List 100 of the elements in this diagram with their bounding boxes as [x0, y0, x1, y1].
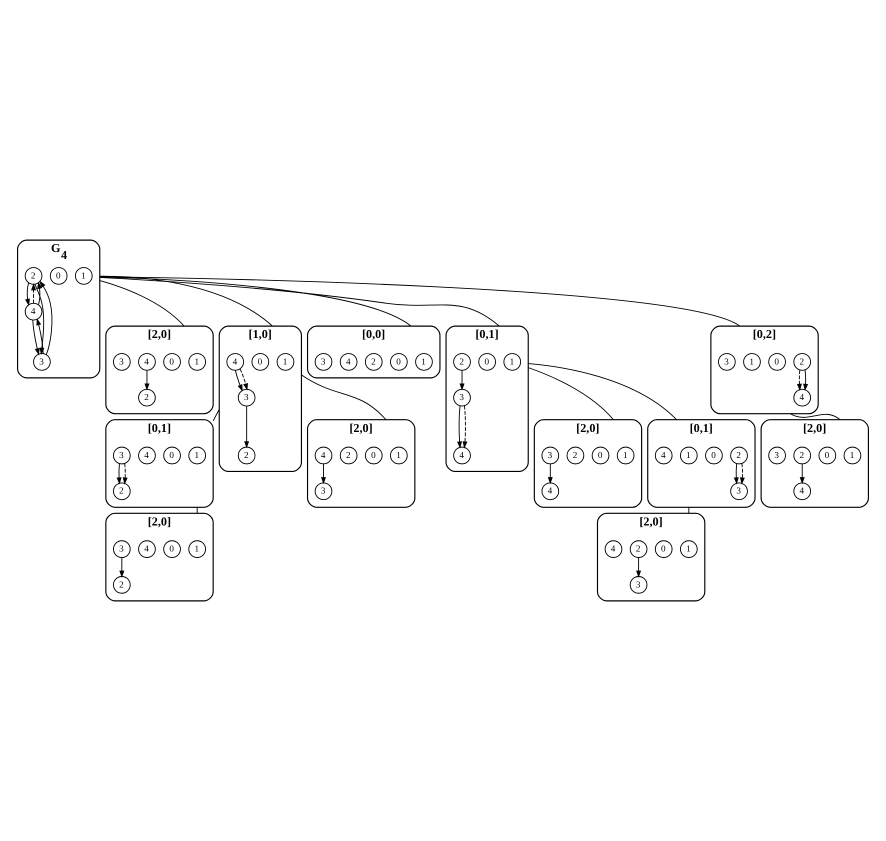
- node-circle: 3: [113, 540, 131, 558]
- node-circle: 2: [113, 576, 131, 594]
- node-circle: 3: [113, 353, 131, 371]
- node-circle: 1: [503, 353, 522, 371]
- node-circle: 1: [188, 446, 206, 464]
- node-circle: 3: [33, 353, 51, 371]
- node-circle: 4: [138, 446, 156, 464]
- node-circle: 0: [705, 446, 723, 464]
- node-circle: 3: [630, 576, 648, 594]
- node-circle: 1: [680, 446, 698, 464]
- node-circle: 1: [616, 446, 634, 464]
- node-circle: 2: [238, 446, 256, 464]
- arrow: [122, 463, 128, 485]
- node-circle: 3: [730, 482, 748, 500]
- node-circle: 0: [163, 446, 181, 464]
- arrow: [234, 370, 243, 392]
- node-circle: 1: [680, 540, 698, 558]
- node-circle: 1: [743, 353, 761, 371]
- arrow: [244, 406, 250, 448]
- node-circle: 2: [138, 388, 156, 406]
- node-circle: 0: [592, 446, 610, 464]
- arrow: [240, 368, 248, 391]
- arrow: [36, 318, 44, 354]
- node-circle: 1: [188, 540, 206, 558]
- connector: [688, 506, 690, 514]
- node-circle: 4: [24, 302, 42, 320]
- node-circle: 3: [238, 388, 256, 406]
- node-circle: 3: [453, 388, 471, 406]
- node-circle: 4: [793, 388, 812, 406]
- arrow: [34, 284, 44, 355]
- arrow: [25, 282, 30, 306]
- arrow: [800, 464, 805, 484]
- arrow: [31, 283, 36, 304]
- connector: [196, 506, 198, 514]
- arrow: [144, 370, 150, 391]
- node-circle: 2: [630, 540, 648, 558]
- node-circle: 4: [541, 482, 560, 500]
- node-circle: 1: [74, 267, 93, 285]
- node-circle: 3: [768, 446, 786, 464]
- node-circle: 4: [654, 446, 673, 464]
- arrow: [734, 463, 739, 485]
- node-circle: 1: [390, 446, 408, 464]
- node-circle: 4: [314, 446, 332, 464]
- node-circle: 4: [138, 540, 156, 558]
- node-circle: 0: [390, 353, 408, 371]
- node-circle: 3: [718, 353, 736, 371]
- node-circle: 4: [138, 353, 156, 371]
- node-circle: 0: [163, 540, 181, 558]
- node-circle: 0: [252, 353, 270, 371]
- node-circle: 2: [113, 482, 131, 500]
- connector: [99, 276, 273, 327]
- node-circle: 0: [50, 267, 68, 285]
- node-circle: 3: [314, 353, 332, 371]
- node-circle: 0: [654, 540, 673, 558]
- connector: [99, 276, 412, 327]
- connector: [300, 374, 386, 420]
- connector: [212, 409, 220, 422]
- arrow: [636, 557, 642, 578]
- node-circle: 1: [276, 353, 294, 371]
- connector: [99, 276, 740, 327]
- node-circle: 3: [113, 446, 131, 464]
- arrow: [457, 406, 462, 449]
- node-circle: 2: [453, 353, 471, 371]
- node-circle: 0: [818, 446, 836, 464]
- node-circle: 2: [340, 446, 358, 464]
- node-circle: 1: [844, 446, 862, 464]
- arrow: [119, 557, 124, 578]
- arrow: [462, 405, 468, 449]
- arrow: [39, 280, 52, 356]
- node-circle: 1: [188, 353, 206, 371]
- node-circle: 1: [415, 353, 433, 371]
- arrow: [321, 464, 326, 484]
- node-circle: 0: [478, 353, 496, 371]
- node-circle: 0: [364, 446, 383, 464]
- node-circle: 0: [163, 353, 181, 371]
- node-circle: 3: [314, 482, 332, 500]
- node-circle: 4: [340, 353, 358, 371]
- node-circle: 3: [541, 446, 560, 464]
- connector: [99, 276, 500, 327]
- arrow: [32, 320, 40, 356]
- arrow: [796, 370, 802, 391]
- arrow: [460, 370, 465, 391]
- connector: [99, 280, 185, 327]
- node-circle: 4: [604, 540, 622, 558]
- node-circle: 2: [793, 353, 812, 371]
- node-circle: 4: [453, 446, 471, 464]
- node-circle: 4: [226, 353, 244, 371]
- node-circle: 2: [364, 353, 383, 371]
- node-circle: 2: [24, 267, 42, 285]
- node-circle: 0: [768, 353, 786, 371]
- connector: [528, 363, 678, 420]
- node-circle: 4: [793, 482, 812, 500]
- arrow: [548, 464, 553, 484]
- arrow: [740, 463, 745, 485]
- arrow: [803, 369, 808, 392]
- connector: [790, 413, 841, 420]
- node-circle: 2: [566, 446, 584, 464]
- node-circle: 2: [793, 446, 812, 464]
- arrow: [116, 463, 122, 485]
- connector: [528, 367, 614, 420]
